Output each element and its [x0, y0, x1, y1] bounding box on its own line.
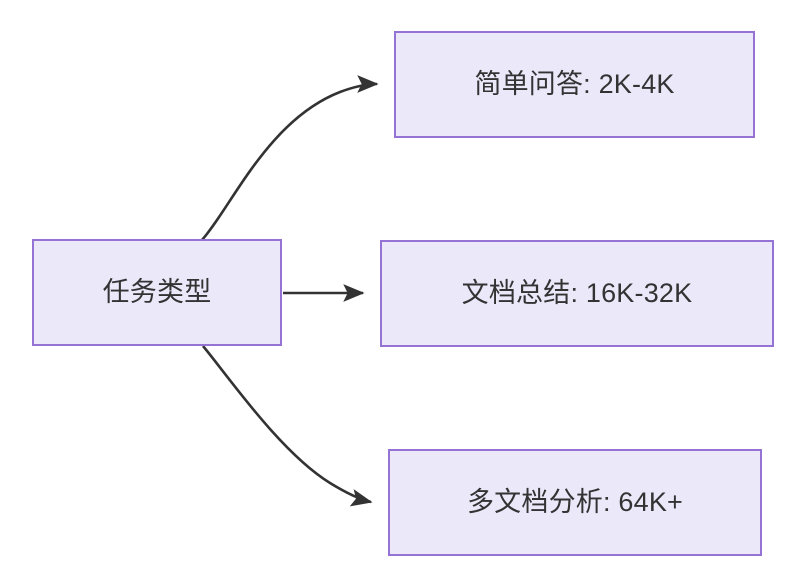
node-multi-document-analysis-label: 多文档分析: 64K+: [466, 487, 683, 518]
node-simple-qa[interactable]: 简单问答: 2K-4K: [394, 31, 755, 138]
edge-source-to-task-3: [202, 345, 373, 507]
node-simple-qa-label: 简单问答: 2K-4K: [474, 69, 675, 100]
node-multi-document-analysis[interactable]: 多文档分析: 64K+: [388, 449, 762, 556]
node-task-type[interactable]: 任务类型: [32, 239, 282, 346]
node-task-type-label: 任务类型: [102, 277, 212, 308]
node-document-summary-label: 文档总结: 16K-32K: [461, 278, 693, 309]
edge-source-to-task-1: [201, 75, 379, 241]
node-document-summary[interactable]: 文档总结: 16K-32K: [380, 240, 774, 347]
